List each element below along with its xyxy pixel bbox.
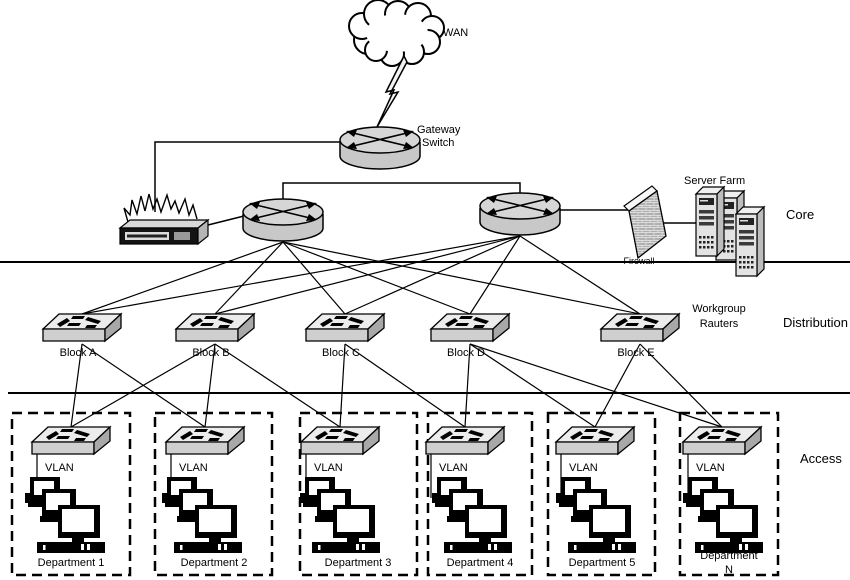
pc-stack-icon (556, 477, 636, 553)
wire-core-right-block-c (344, 235, 521, 315)
wan-label: WAN (443, 27, 468, 39)
block-e-switch-icon (600, 313, 680, 342)
vlan-label: VLAN (314, 462, 343, 474)
wire-core-left-block-e (282, 241, 641, 315)
department-label: Department 5 (569, 557, 636, 569)
distribution-layer-label: Distribution (783, 315, 848, 330)
wire-gateway-to-access-device (154, 141, 341, 212)
department-box (10, 411, 132, 577)
server-icon (695, 186, 725, 257)
vlan-switch-icon (31, 426, 111, 455)
workgroup-routers-label-line1: Workgroup (692, 303, 746, 315)
vlan-switch-icon (165, 426, 245, 455)
pc-stack-icon (300, 477, 380, 553)
wire-core-right-block-b (214, 235, 521, 315)
wire-core-right-block-a (81, 235, 521, 315)
block-b-switch-icon (175, 313, 255, 342)
vlan-label: VLAN (179, 462, 208, 474)
server-farm-label: Server Farm (684, 175, 745, 187)
wire-block-d-vlan5 (469, 343, 596, 428)
wire-core-right-block-e (519, 235, 641, 315)
gateway-label-line1: Gateway (417, 124, 461, 136)
pc-stack-icon (432, 477, 512, 553)
wire-core-left-block-c (282, 241, 346, 315)
firewall-label: Firewall (623, 256, 654, 266)
workgroup-routers-label-line2: Rauters (700, 318, 739, 330)
block-d-switch-icon (430, 313, 510, 342)
department-label-line1: Department (700, 550, 757, 562)
department-box (153, 411, 274, 577)
department-n-group: VLAN Department N (678, 411, 780, 577)
wire-core-interconnect (282, 182, 521, 199)
wan-cloud (348, 0, 445, 67)
department-label-line2: N (725, 564, 733, 576)
wire-block-d-vlan-n (469, 343, 723, 428)
vlan-switch-icon (425, 426, 505, 455)
wire-core-left-block-d (282, 241, 471, 315)
department-box (546, 411, 657, 577)
pc-stack-icon (683, 477, 763, 553)
vlan-switch-icon (555, 426, 635, 455)
wire-core-right-block-d (469, 235, 521, 315)
lightning-bolt-icon (376, 54, 408, 128)
vlan-label: VLAN (439, 462, 468, 474)
vlan-switch-icon (300, 426, 380, 455)
block-c-label: Block C (322, 347, 360, 359)
access-layer-label: Access (800, 451, 842, 466)
core-switch-left-icon (242, 198, 324, 242)
department-5-group: VLAN Department 5 (546, 411, 657, 577)
core-layer-label: Core (786, 207, 814, 222)
gateway-switch-icon (339, 126, 421, 170)
gateway-label-line2: Switch (422, 137, 454, 149)
department-1-group: VLAN Department 1 (10, 411, 132, 577)
vlan-label: VLAN (696, 462, 725, 474)
department-label: Department 3 (325, 557, 392, 569)
department-box (678, 411, 780, 577)
wire-core-left-block-a (81, 241, 284, 315)
wire-core-left-block-b (214, 241, 284, 315)
connection-wires (70, 141, 723, 428)
cloud-body (366, 14, 428, 52)
block-a-label: Block A (60, 347, 97, 359)
server-icon (735, 206, 765, 277)
block-e-label: Block E (617, 347, 654, 359)
department-label: Department 1 (38, 557, 105, 569)
vlan-label: VLAN (45, 462, 74, 474)
pc-stack-icon (25, 477, 105, 553)
department-label: Department 4 (447, 557, 514, 569)
department-box (298, 411, 419, 577)
wire-block-a-vlan1 (70, 343, 83, 428)
vlan-label: VLAN (569, 462, 598, 474)
block-b-label: Block B (192, 347, 229, 359)
department-box (426, 411, 534, 577)
pc-stack-icon (162, 477, 242, 553)
wire-block-e-vlan-n (639, 343, 723, 428)
department-label: Department 2 (181, 557, 248, 569)
firewall-icon (623, 185, 667, 260)
block-d-label: Block D (447, 347, 485, 359)
department-2-group: VLAN Department 2 (153, 411, 274, 577)
department-3-group: VLAN Department 3 (298, 411, 419, 577)
wire-access-device-to-core-left (207, 215, 245, 226)
block-a-switch-icon (42, 313, 122, 342)
wireless-access-device-icon (119, 193, 209, 245)
block-c-switch-icon (305, 313, 385, 342)
department-4-group: VLAN Department 4 (425, 411, 534, 577)
vlan-switch-icon (682, 426, 762, 455)
core-switch-right-icon (479, 192, 561, 236)
